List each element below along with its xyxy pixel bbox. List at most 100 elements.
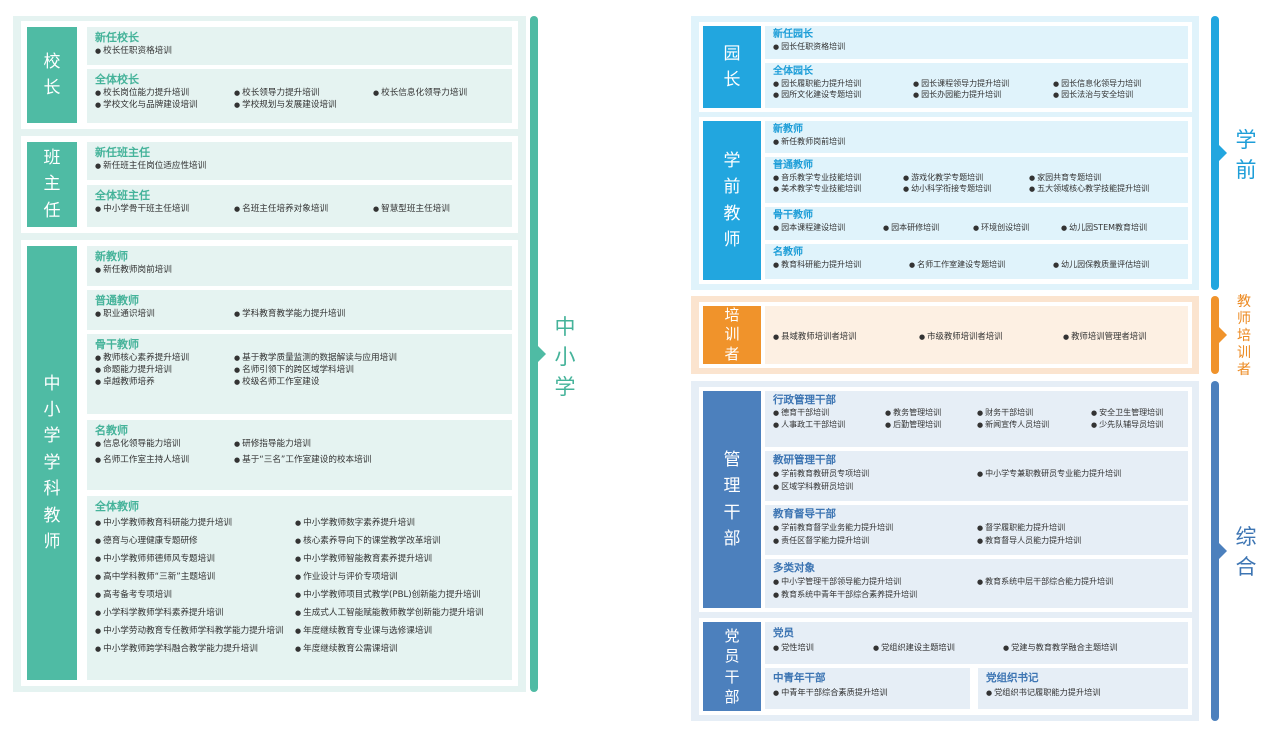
training-item: 游戏化教学专题培训 [903, 172, 983, 184]
trainer-section: 培训者 县域教师培训者培训 市级教师培训者培训 教师培训管理者培训 [691, 296, 1199, 374]
training-item: 教育系统中层干部综合能力提升培训 [977, 575, 1113, 589]
training-item: 卓越教师培养 [95, 376, 155, 388]
training-item: 学前教育教研员专项培训 [773, 467, 869, 481]
all-principal-box: 全体校长 校长岗位能力提升培训 校长领导力提升培训 校长信息化领导力培训 学校文… [87, 69, 512, 123]
k12-section: 校长 新任校长 校长任职资格培训 全体校长 校长岗位能力提升培训 校长领导力提升… [13, 16, 526, 692]
multi-target-box: 多类对象 中小学管理干部领导能力提升培训 教育系统中层干部综合能力提升培训 教育… [765, 559, 1188, 608]
training-item: 幼小科学衔接专题培训 [903, 183, 991, 195]
training-item: 中小学教师师德师风专题培训 [95, 550, 215, 568]
training-item: 校级名师工作室建设 [234, 376, 319, 388]
training-item: 家园共育专题培训 [1029, 172, 1101, 184]
box-title: 全体班主任 [95, 189, 150, 202]
preschool-brace [1211, 16, 1227, 290]
training-item: 学校规划与发展建设培训 [234, 99, 337, 111]
box-title: 中青年干部 [773, 672, 826, 684]
box-title: 新任班主任 [95, 146, 150, 159]
training-item: 学科教育教学能力提升培训 [234, 308, 345, 320]
training-item: 德育干部培训 [773, 407, 829, 419]
training-item: 高考备考专项培训 [95, 586, 172, 604]
training-item: 校长岗位能力提升培训 [95, 87, 189, 99]
training-item: 中小学专兼职教研员专业能力提升培训 [977, 467, 1121, 481]
training-item: 园长办园能力提升培训 [913, 89, 1001, 101]
party-group: 党员干部 党员 党性培训 党组织建设主题培训 党建与教育教学融合主题培训 中青年… [699, 618, 1192, 715]
training-item: 作业设计与评价专项培训 [295, 568, 398, 586]
training-item: 党建与教育教学融合主题培训 [1003, 640, 1117, 655]
headteacher-group: 班主任 新任班主任 新任班主任岗位适应性培训 全体班主任 中小学骨干班主任培训 … [21, 136, 518, 233]
box-title: 多类对象 [773, 562, 815, 574]
all-headteacher-box: 全体班主任 中小学骨干班主任培训 名班主任培养对象培训 智慧型班主任培训 [87, 185, 512, 227]
normal-preschool-teacher-box: 普通教师 音乐教学专业技能培训 游戏化教学专题培训 家园共育专题培训 美术教学专… [765, 157, 1188, 203]
training-item: 智慧型班主任培训 [373, 203, 450, 215]
training-item: 名师工作室建设专题培训 [909, 259, 1005, 271]
preschool-teacher-label: 学前教师 [703, 121, 761, 280]
training-item: 新闻宣传人员培训 [977, 419, 1049, 431]
principal-label: 校长 [27, 27, 77, 123]
training-item: 名师引领下的跨区域学科培训 [234, 364, 354, 376]
training-item: 教师核心素养提升培训 [95, 352, 189, 364]
training-item: 园本研修培训 [883, 222, 939, 234]
training-item: 后勤管理培训 [885, 419, 941, 431]
all-director-box: 全体园长 园长履职能力提升培训 园长课程领导力提升培训 园长信息化领导力培训 园… [765, 63, 1188, 108]
box-title: 新教师 [773, 124, 803, 135]
training-item: 新任班主任岗位适应性培训 [95, 160, 206, 172]
new-principal-box: 新任校长 校长任职资格培训 [87, 27, 512, 65]
box-title: 行政管理干部 [773, 394, 836, 406]
trainer-side-label: 教师培训者 [1237, 294, 1251, 378]
famous-preschool-teacher-box: 名教师 教育科研能力提升培训 名师工作室建设专题培训 幼儿园保教质量评估培训 [765, 244, 1188, 279]
preschool-section: 园长 新任园长 园长任职资格培训 全体园长 园长履职能力提升培训 园长课程领导力… [691, 16, 1199, 290]
training-item: 中小学骨干班主任培训 [95, 203, 189, 215]
training-item: 教务管理培训 [885, 407, 941, 419]
new-preschool-teacher-box: 新教师 新任教师岗前培训 [765, 121, 1188, 153]
box-title: 党员 [773, 627, 794, 639]
training-item: 基于“三名”工作室建设的校本培训 [234, 454, 371, 466]
training-item: 中小学教师数字素养提升培训 [295, 514, 415, 532]
box-title: 新任校长 [95, 31, 139, 44]
training-item: 园长履职能力提升培训 [773, 78, 861, 90]
training-item: 园本课程建设培训 [773, 222, 845, 234]
box-title: 新任园长 [773, 29, 813, 40]
youth-cadre-box: 中青年干部 中青年干部综合素质提升培训 [765, 668, 970, 709]
box-title: 名教师 [773, 247, 803, 258]
trainer-label: 培训者 [703, 306, 761, 364]
training-item: 园长法治与安全培训 [1053, 89, 1133, 101]
trainer-group: 培训者 县域教师培训者培训 市级教师培训者培训 教师培训管理者培训 [699, 302, 1192, 368]
training-item: 少先队辅导员培训 [1091, 419, 1163, 431]
training-item: 教育科研能力提升培训 [773, 259, 861, 271]
training-item: 园所文化建设专题培训 [773, 89, 861, 101]
training-item: 校长信息化领导力培训 [373, 87, 467, 99]
training-item: 年度继续教育公需课培训 [295, 640, 398, 658]
subject-teacher-label: 中小学学科教师 [27, 246, 77, 680]
box-title: 党组织书记 [986, 672, 1039, 684]
subject-teacher-group: 中小学学科教师 新教师 新任教师岗前培训 普通教师 职业通识培训 学科教育教学能… [21, 240, 518, 686]
training-item: 环境创设培训 [973, 222, 1029, 234]
training-item: 中青年干部综合素质提升培训 [773, 685, 887, 700]
training-item: 园长课程领导力提升培训 [913, 78, 1009, 90]
preschool-side-label: 学前 [1235, 128, 1257, 182]
backbone-teacher-box: 骨干教师 教师核心素养提升培训 基于教学质量监测的数据解读与应用培训 命题能力提… [87, 334, 512, 414]
training-item: 生成式人工智能赋能教师教学创新能力提升培训 [295, 604, 483, 622]
training-item: 区域学科教研员培训 [773, 480, 853, 494]
training-item: 责任区督学能力提升培训 [773, 534, 869, 548]
box-title: 名教师 [95, 424, 128, 437]
training-item: 校长领导力提升培训 [234, 87, 319, 99]
new-headteacher-box: 新任班主任 新任班主任岗位适应性培训 [87, 142, 512, 180]
box-title: 普通教师 [773, 160, 813, 171]
comprehensive-side-label: 综合 [1235, 525, 1257, 579]
k12-side-label: 中小学 [554, 315, 576, 399]
training-item: 党性培训 [773, 640, 814, 655]
training-item: 美术教学专业技能培训 [773, 183, 861, 195]
supervision-cadre-box: 教育督导干部 学前教育督学业务能力提升培训 督学履职能力提升培训 责任区督学能力… [765, 505, 1188, 555]
training-item: 财务干部培训 [977, 407, 1033, 419]
training-item: 校长任职资格培训 [95, 45, 172, 57]
research-cadre-box: 教研管理干部 学前教育教研员专项培训 中小学专兼职教研员专业能力提升培训 区域学… [765, 451, 1188, 501]
all-teacher-box: 全体教师 中小学教师教育科研能力提升培训中小学教师数字素养提升培训 德育与心理健… [87, 496, 512, 680]
training-item: 教师培训管理者培训 [1063, 330, 1146, 343]
training-item: 中小学教师智能教育素养提升培训 [295, 550, 432, 568]
training-item: 德育与心理健康专题研修 [95, 532, 198, 550]
box-title: 全体园长 [773, 66, 813, 77]
training-item: 学前教育督学业务能力提升培训 [773, 521, 893, 535]
party-label: 党员干部 [703, 622, 761, 711]
training-item: 小学科学教师学科素养提升培训 [95, 604, 223, 622]
headteacher-label: 班主任 [27, 142, 77, 227]
director-group: 园长 新任园长 园长任职资格培训 全体园长 园长履职能力提升培训 园长课程领导力… [699, 22, 1192, 112]
